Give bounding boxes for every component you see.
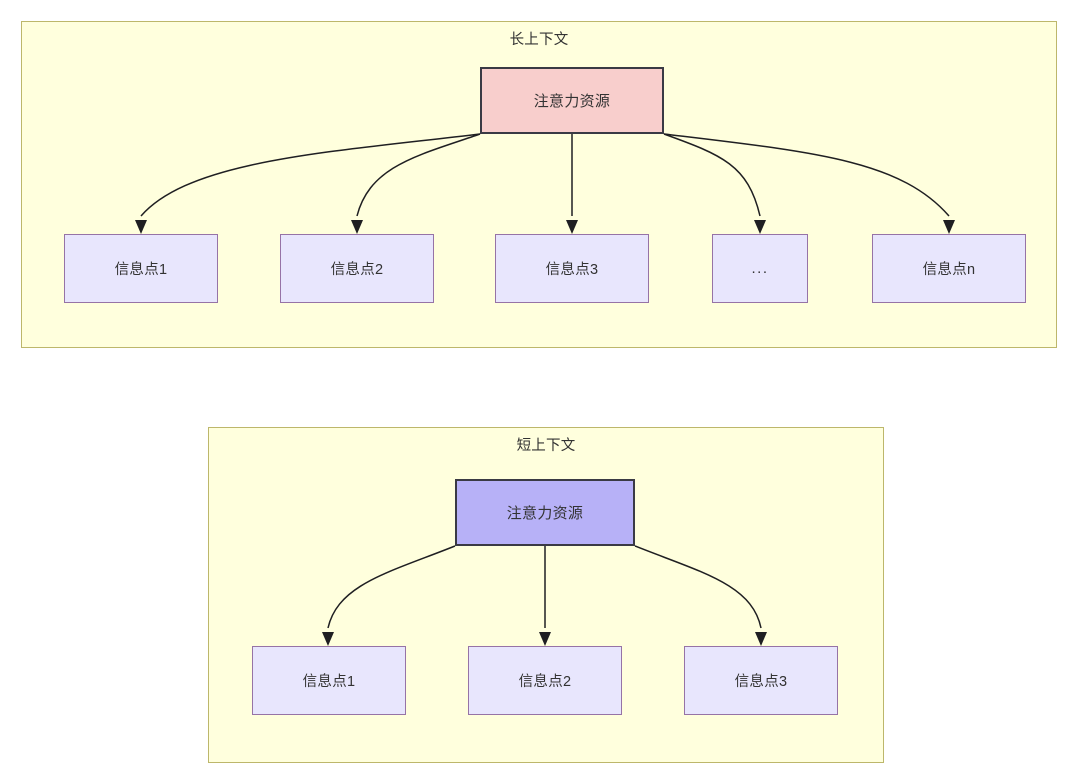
node-attention-resource-short[interactable]: 注意力资源 — [455, 479, 635, 546]
node-info-point-short-3[interactable]: 信息点3 — [684, 646, 838, 715]
node-info-point-long-ellipsis-label: ... — [751, 260, 769, 277]
panel-long-context-title: 长上下文 — [509, 32, 569, 48]
node-info-point-short-1-label: 信息点1 — [302, 674, 356, 690]
node-info-point-long-2-label: 信息点2 — [330, 262, 384, 278]
node-info-point-long-n[interactable]: 信息点n — [872, 234, 1026, 303]
node-info-point-short-2[interactable]: 信息点2 — [468, 646, 622, 715]
node-info-point-long-ellipsis[interactable]: ... — [712, 234, 808, 303]
node-info-point-short-1[interactable]: 信息点1 — [252, 646, 406, 715]
node-attention-resource-long-label: 注意力资源 — [533, 93, 611, 110]
panel-short-context-title: 短上下文 — [516, 438, 576, 454]
node-attention-resource-long[interactable]: 注意力资源 — [480, 67, 664, 134]
node-info-point-short-3-label: 信息点3 — [734, 674, 788, 690]
node-info-point-long-n-label: 信息点n — [922, 262, 976, 278]
node-info-point-long-2[interactable]: 信息点2 — [280, 234, 434, 303]
node-attention-resource-short-label: 注意力资源 — [506, 505, 584, 522]
node-info-point-long-1[interactable]: 信息点1 — [64, 234, 218, 303]
node-info-point-short-2-label: 信息点2 — [518, 674, 572, 690]
node-info-point-long-3[interactable]: 信息点3 — [495, 234, 649, 303]
node-info-point-long-1-label: 信息点1 — [114, 262, 168, 278]
node-info-point-long-3-label: 信息点3 — [545, 262, 599, 278]
